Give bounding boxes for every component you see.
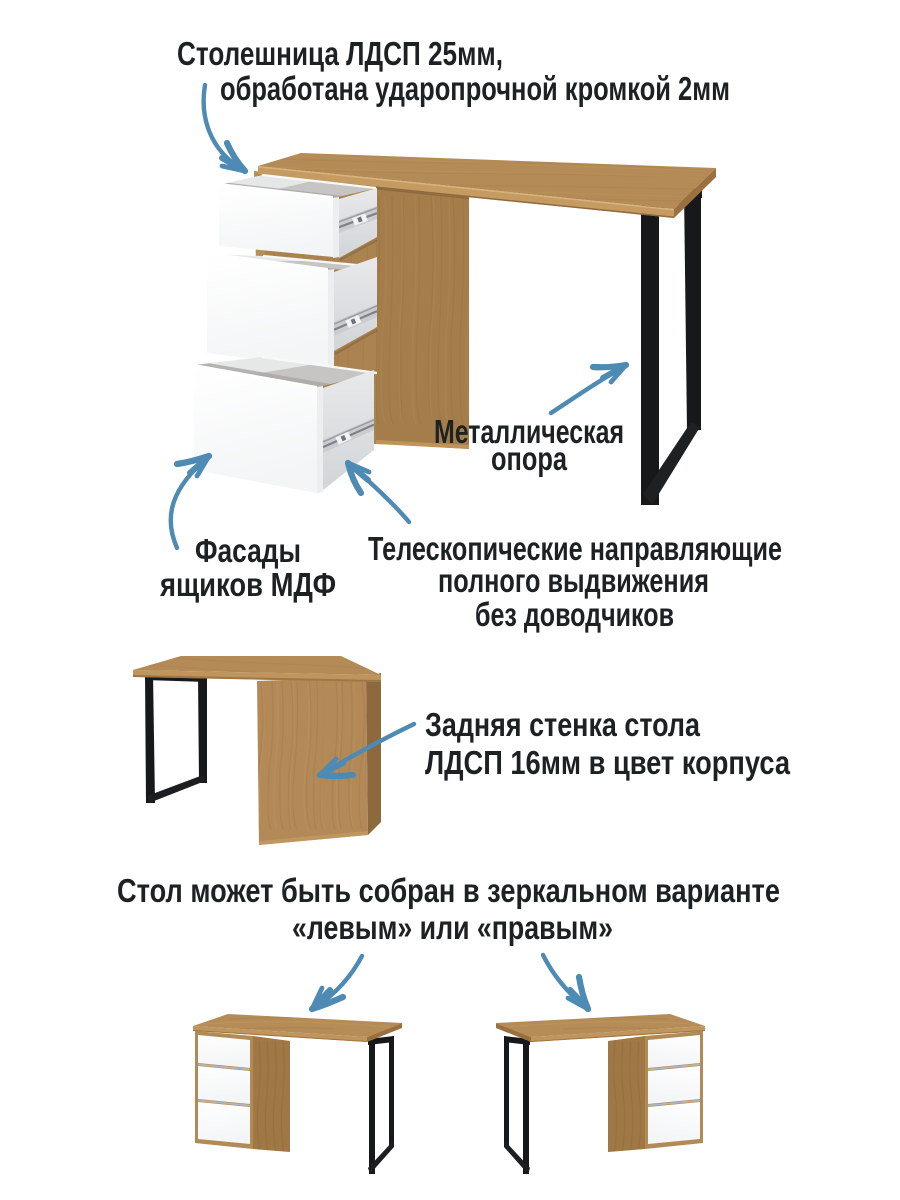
svg-text:опора: опора [491,440,567,477]
svg-text:«левым» или «правым»: «левым» или «правым» [292,909,613,946]
svg-text:ЛДСП 16мм в цвет корпуса: ЛДСП 16мм в цвет корпуса [425,744,791,781]
svg-text:Задняя стенка стола: Задняя стенка стола [425,706,701,743]
svg-text:Столешница ЛДСП 25мм,: Столешница ЛДСП 25мм, [177,35,503,72]
svg-text:обработана ударопрочной кромко: обработана ударопрочной кромкой 2мм [220,70,730,107]
svg-text:без доводчиков: без доводчиков [475,596,674,633]
svg-text:Стол может быть собран в зерка: Стол может быть собран в зеркальном вари… [117,872,780,909]
svg-text:полного выдвижения: полного выдвижения [438,562,709,599]
svg-text:Телескопические направляющие: Телескопические направляющие [368,530,782,567]
svg-text:ящиков МДФ: ящиков МДФ [159,566,336,603]
svg-text:Фасады: Фасады [195,532,301,569]
svg-text:Металлическая: Металлическая [434,413,624,450]
